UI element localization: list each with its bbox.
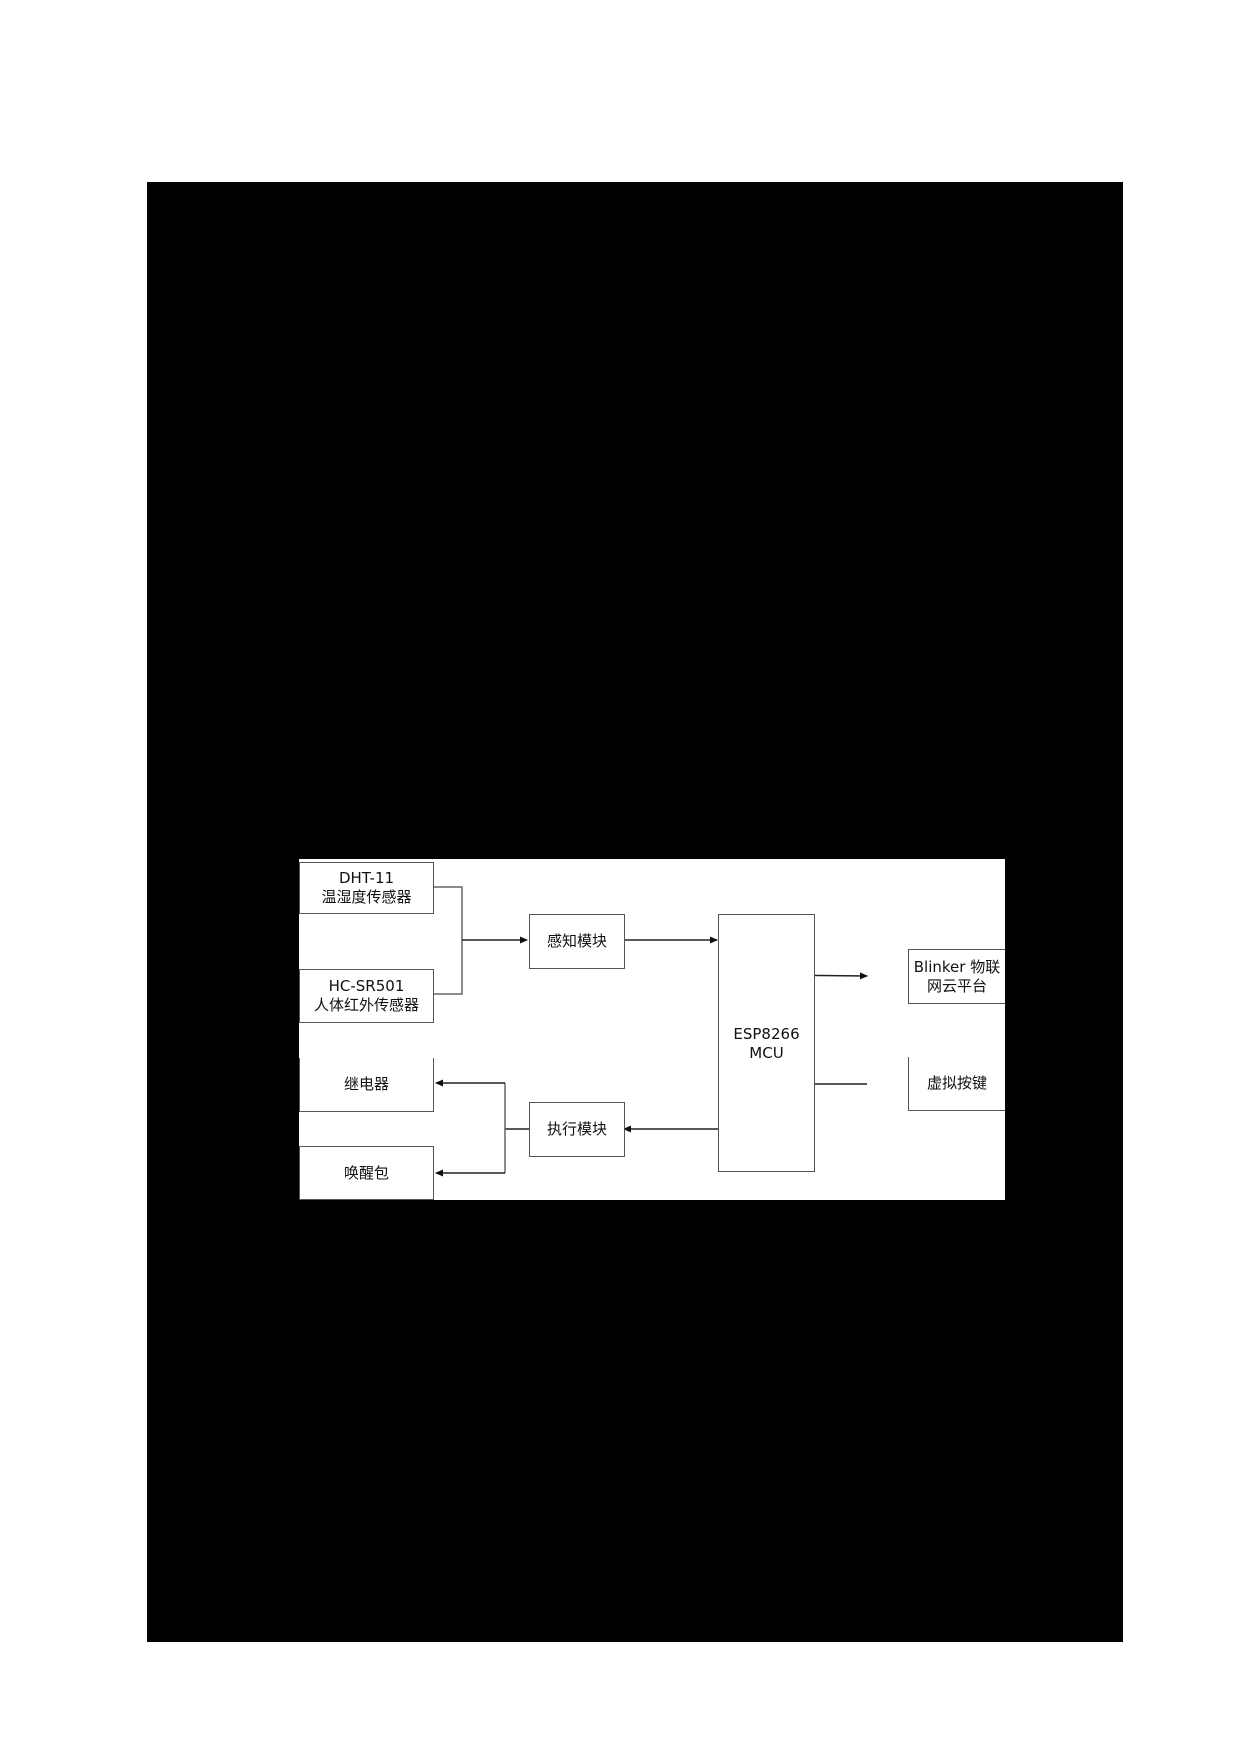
sensing-module-box: 感知模块 (529, 914, 625, 969)
virtual-button-box: 虚拟按键 (908, 1057, 1005, 1111)
hcsr501-sensor-box: HC-SR501 人体红外传感器 (299, 969, 434, 1023)
hcsr501-desc-label: 人体红外传感器 (313, 996, 419, 1014)
sensing-module-label: 感知模块 (546, 932, 607, 950)
system-block-diagram: DHT-11 温湿度传感器 HC-SR501 人体红外传感器 感知模块 ESP8… (299, 859, 1005, 1200)
mcu-model-label: ESP8266 (733, 1025, 800, 1043)
relay-label: 继电器 (343, 1075, 389, 1093)
dht11-desc-label: 温湿度传感器 (321, 888, 412, 906)
blinker-line1-label: Blinker 物联 (913, 957, 1001, 976)
relay-box: 继电器 (299, 1058, 434, 1112)
wake-on-lan-label: 唤醒包 (343, 1163, 389, 1182)
mcu-type-label: MCU (749, 1044, 784, 1062)
execution-module-box: 执行模块 (529, 1102, 625, 1157)
dht11-sensor-box: DHT-11 温湿度传感器 (299, 862, 434, 914)
esp8266-mcu-box: ESP8266 MCU (718, 914, 815, 1172)
hcsr501-model-label: HC-SR501 (328, 977, 405, 995)
execution-module-label: 执行模块 (546, 1120, 607, 1138)
virtual-button-label: 虚拟按键 (926, 1074, 987, 1092)
dht11-model-label: DHT-11 (338, 869, 395, 887)
wake-on-lan-box: 唤醒包 (299, 1146, 434, 1200)
blinker-cloud-box: Blinker 物联 网云平台 (908, 949, 1005, 1004)
blinker-line2-label: 网云平台 (926, 976, 987, 995)
